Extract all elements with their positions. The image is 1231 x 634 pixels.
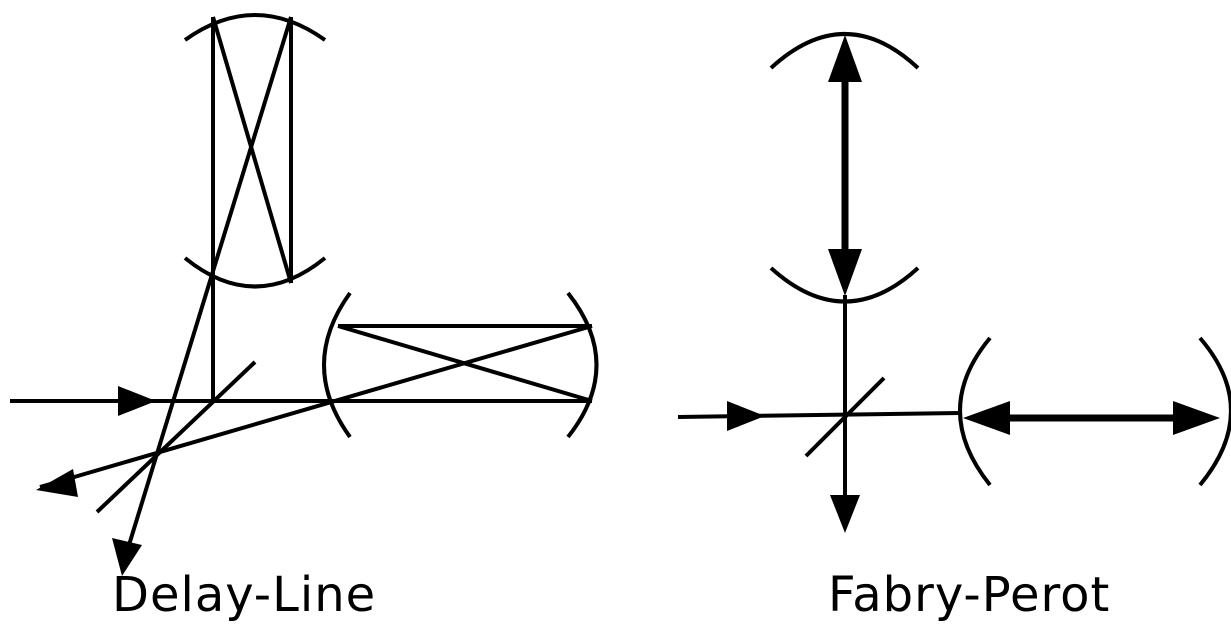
fabry-perot-horizontal-cavity-arrow-left: [963, 401, 1010, 435]
fabry-perot-left-mirror: [958, 336, 992, 487]
delay-line-vertical-cross-2: [127, 16, 293, 546]
delay-line-beam-splitter: [95, 360, 257, 514]
fabry-perot-input-arrow: [727, 401, 765, 431]
delay-line-diagram: [10, 13, 599, 546]
fabry-perot-right-mirror: [1198, 336, 1231, 487]
delay-line-arrowheads: [36, 386, 156, 576]
fabry-perot-beam-splitter: [804, 376, 886, 458]
fabry-perot-arrowheads: [727, 35, 1220, 533]
delay-line-right-mirror: [566, 291, 599, 439]
fabry-perot-diagram: [677, 32, 1231, 500]
delay-line-caption: Delay-Line: [112, 567, 377, 623]
fabry-perot-output-arrow-down: [830, 495, 860, 533]
fabry-perot-caption: Fabry-Perot: [828, 567, 1111, 623]
delay-line-output-arrow-left: [36, 469, 78, 497]
delay-line-horizontal-cross-2: [39, 324, 593, 489]
fabry-perot-horizontal-cavity-arrow-right: [1173, 401, 1220, 435]
delay-line-top-mirror: [183, 13, 327, 42]
delay-line-left-mirror: [322, 291, 352, 439]
delay-line-bottom-mirror: [183, 256, 327, 289]
delay-line-input-arrow: [118, 386, 156, 416]
fabry-perot-vertical-cavity-arrow-down: [828, 249, 862, 296]
fabry-perot-vertical-cavity-arrow-up: [828, 35, 862, 82]
delay-line-output-arrow-down: [112, 538, 142, 576]
fabry-perot-top-mirror: [769, 32, 920, 70]
fabry-perot-input-beam: [677, 411, 961, 419]
